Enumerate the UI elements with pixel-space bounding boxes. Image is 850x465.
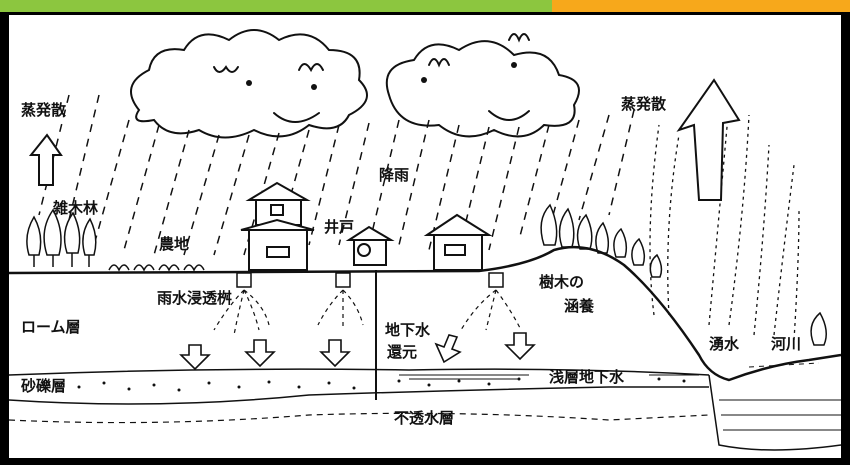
infiltration-spray xyxy=(213,289,522,336)
label-rain: 降雨 xyxy=(379,166,410,184)
top-bar-orange xyxy=(552,0,850,12)
label-spring: 湧水 xyxy=(709,335,740,353)
impermeable-layer xyxy=(9,412,710,424)
woodland-trees xyxy=(26,208,97,267)
cloud xyxy=(385,40,580,138)
label-recharge-trees: 涵養 xyxy=(564,297,595,315)
label-farmland: 農地 xyxy=(159,235,190,253)
gravel-bottom xyxy=(9,386,709,405)
diagram-drawing xyxy=(9,29,841,451)
houses xyxy=(240,181,493,271)
groundwater-lines xyxy=(399,374,699,380)
cloud-mouth xyxy=(273,112,320,123)
label-recharge: 還元 xyxy=(387,343,418,361)
recharge-arrows xyxy=(179,332,536,371)
evaporation-arrows xyxy=(649,104,800,341)
evaporation-big-arrow xyxy=(676,78,741,201)
evaporation-left-arrow xyxy=(28,133,63,186)
infiltration-pits xyxy=(236,272,504,288)
river-strata xyxy=(719,399,841,431)
cloud-mouth xyxy=(488,110,530,121)
cloud-brow xyxy=(508,33,530,43)
cloud-brow xyxy=(213,65,239,73)
label-river: 河川 xyxy=(771,335,802,353)
water-cycle-diagram: 蒸発散 蒸発散 雑木林 農地 降雨 井戸 雨水浸透桝 ローム層 砂礫層 地下水 … xyxy=(6,12,844,461)
cloud xyxy=(130,29,368,139)
label-trees: 樹木の xyxy=(539,273,585,291)
cloud-brow xyxy=(298,63,324,73)
label-evaporation-right: 蒸発散 xyxy=(621,95,667,113)
ground-surface xyxy=(9,245,841,382)
cloud-brow xyxy=(428,58,450,68)
river-water xyxy=(748,362,820,368)
label-loam: ローム層 xyxy=(21,318,81,336)
rain-lines xyxy=(38,94,635,256)
label-gravel: 砂礫層 xyxy=(21,377,67,395)
label-groundwater: 地下水 xyxy=(385,321,431,339)
gravel-top xyxy=(9,368,710,376)
farmland-plants xyxy=(108,264,205,272)
label-well: 井戸 xyxy=(324,218,355,236)
label-evaporation-left: 蒸発散 xyxy=(21,101,67,119)
river-bank xyxy=(708,374,841,451)
label-shallow-groundwater: 浅層地下水 xyxy=(549,368,625,386)
label-infiltration: 雨水浸透桝 xyxy=(157,289,233,307)
gravel-dots xyxy=(77,377,686,392)
top-bar-green xyxy=(0,0,552,12)
label-impermeable: 不透水層 xyxy=(394,409,455,427)
label-woodland: 雑木林 xyxy=(53,199,99,217)
slope-trees xyxy=(540,203,827,346)
